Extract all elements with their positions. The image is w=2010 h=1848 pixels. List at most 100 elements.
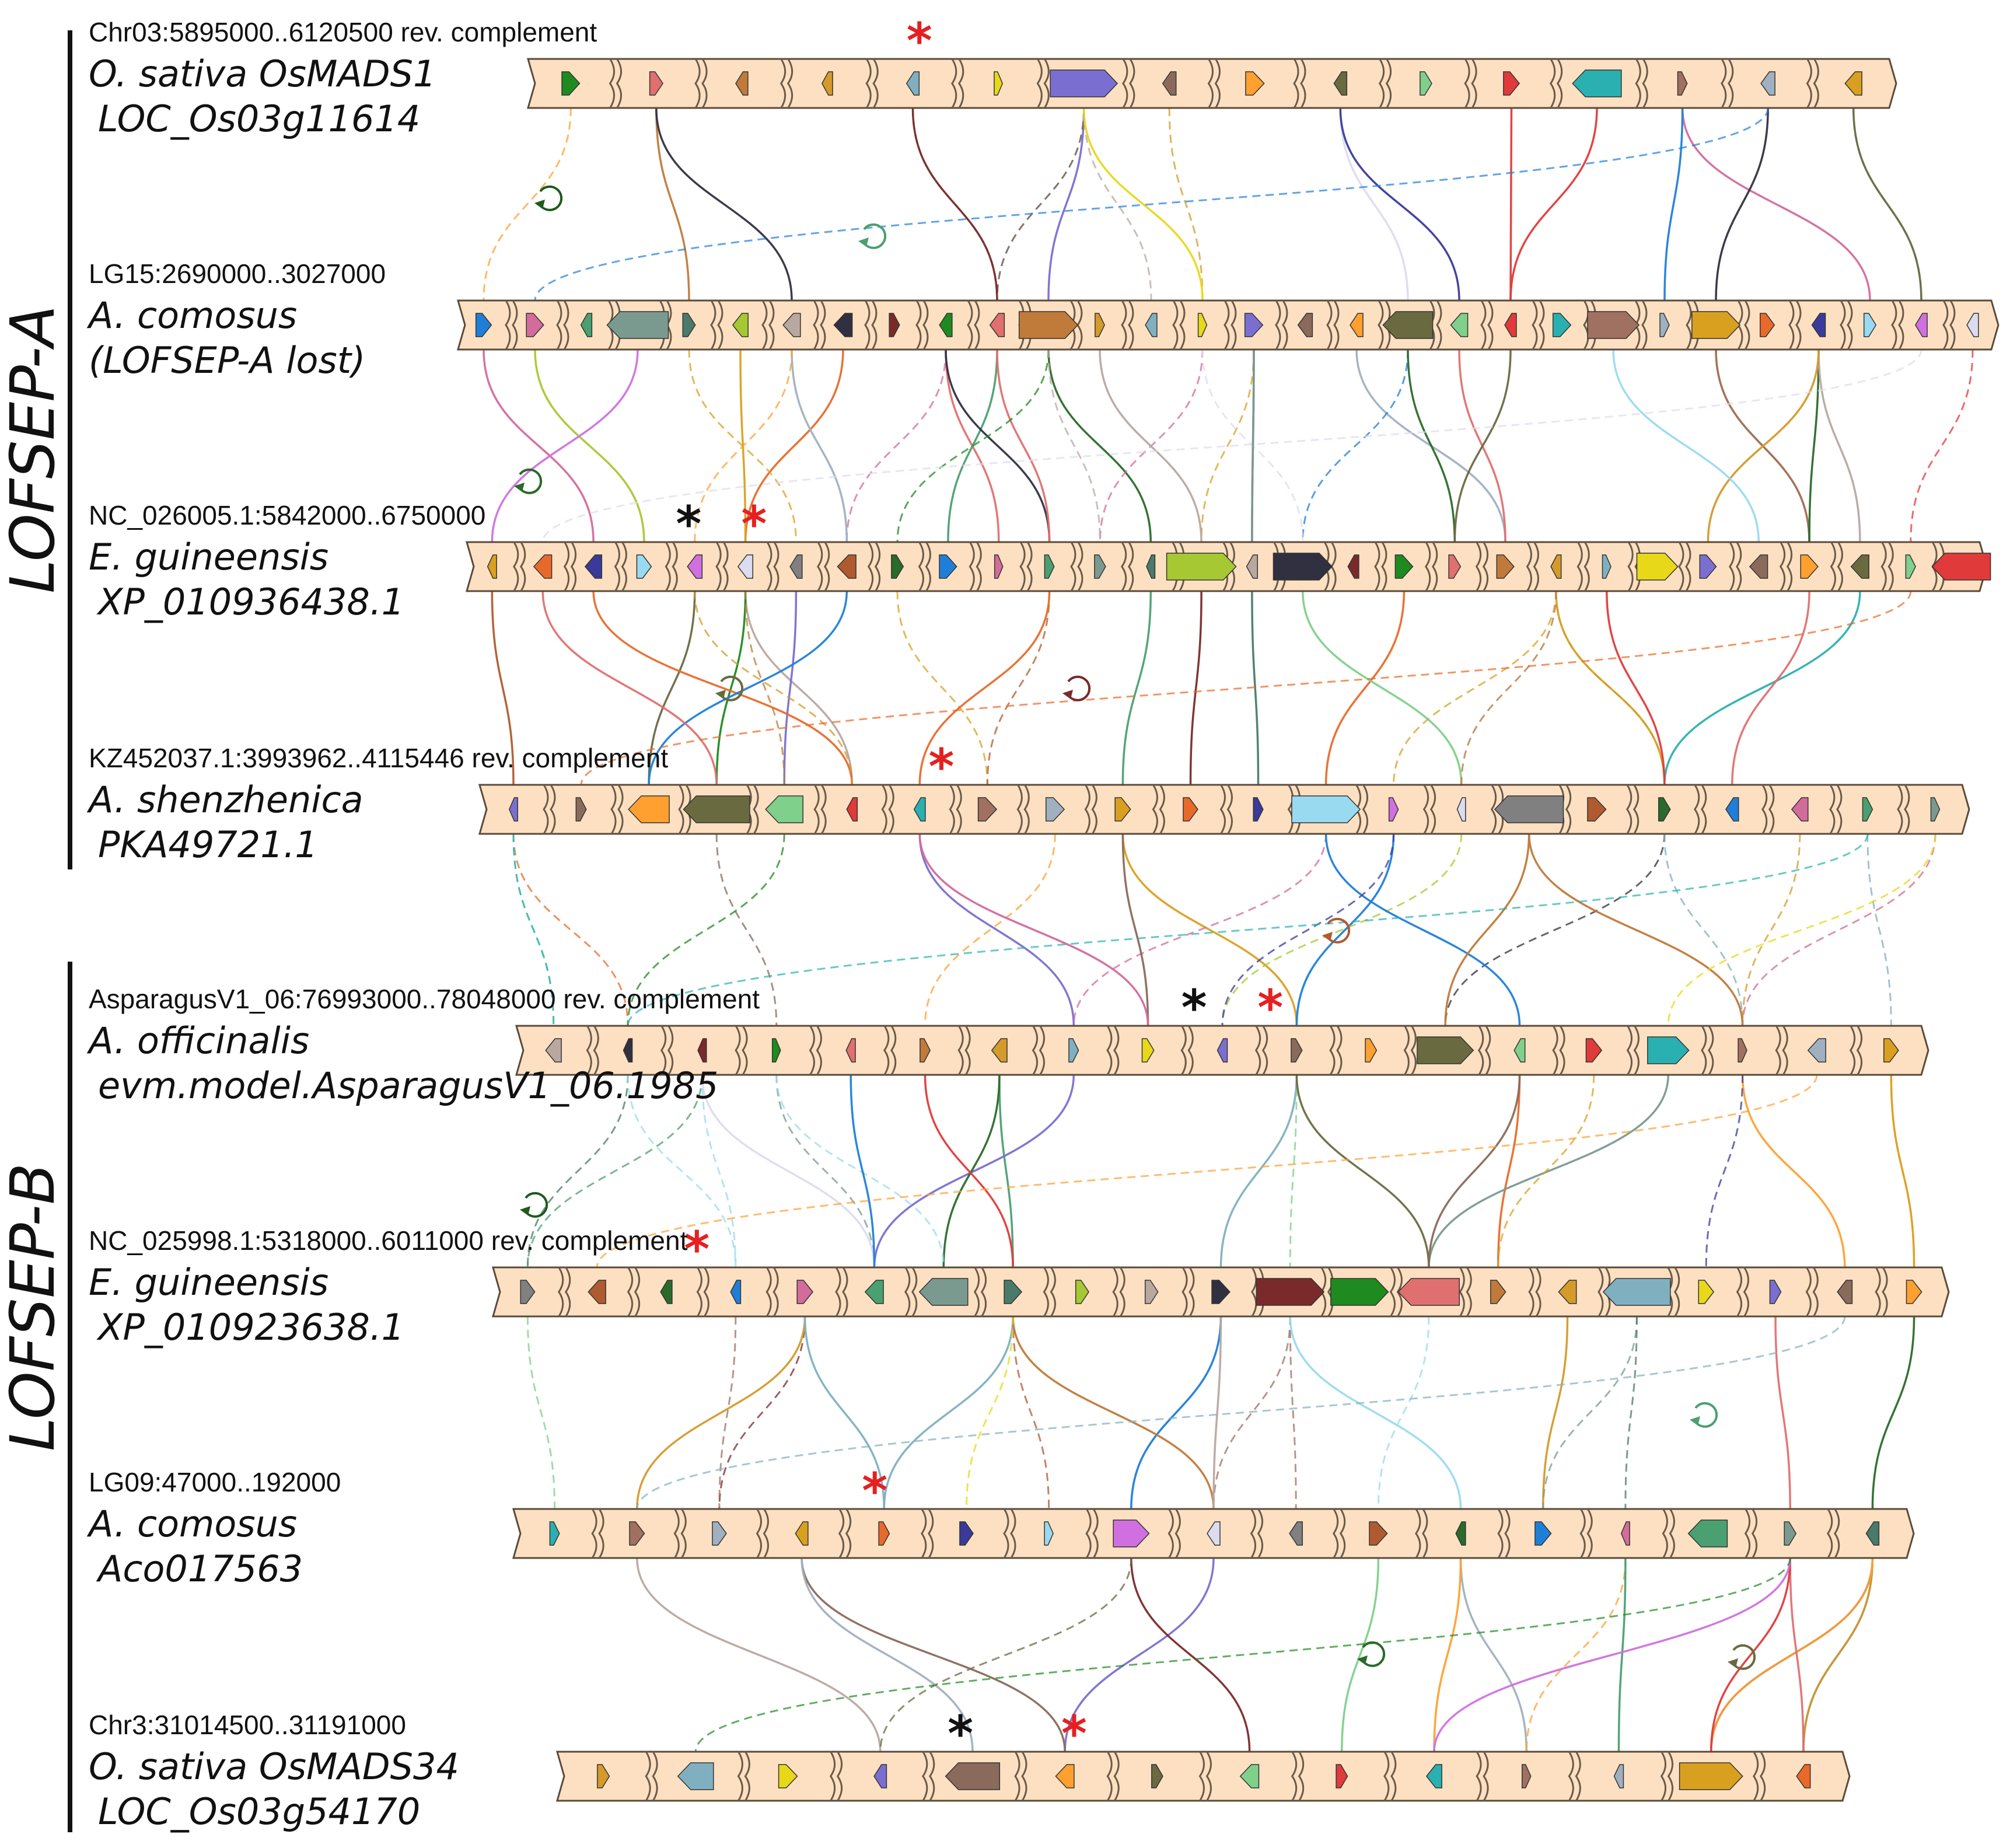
gene-arrow [1256, 1278, 1325, 1306]
synteny-link [1121, 591, 1152, 785]
synteny-link [701, 1074, 737, 1268]
gene-arrow [795, 1521, 809, 1546]
region-label: LG09:47000..192000 [89, 1467, 341, 1497]
species-label: O. sativa OsMADS1 [89, 53, 436, 95]
synteny-link [1624, 1316, 1638, 1510]
synteny-link [945, 349, 1051, 543]
synteny-link [1295, 1074, 1430, 1268]
gene-arrow [782, 313, 801, 337]
species-label: A. shenzhenica [86, 778, 363, 821]
gene-arrow [837, 554, 857, 579]
synteny-link [1295, 833, 1395, 1026]
synteny-link [592, 591, 854, 785]
synteny-link [648, 591, 848, 785]
gene-arrow [1784, 1521, 1797, 1546]
gene-arrow [1677, 71, 1688, 96]
gene-arrow [1369, 1521, 1388, 1546]
gene-arrow [845, 1038, 856, 1063]
synteny-link [1663, 107, 1684, 301]
synteny-link [1497, 1074, 1595, 1268]
gene-arrow [1699, 554, 1717, 579]
synteny-link [845, 349, 947, 543]
gene-arrow [1905, 554, 1916, 579]
gene-arrow [939, 554, 957, 579]
synteny-link [627, 833, 1869, 1026]
synteny-link [1407, 349, 1456, 543]
synteny-link [1047, 349, 1101, 543]
gene-arrow [526, 313, 544, 337]
gene-arrow [1004, 1280, 1023, 1304]
synteny-link [1663, 591, 1861, 785]
gene-arrow [1448, 554, 1462, 579]
group-label-lofsep-a: LOFSEP-A [0, 305, 68, 593]
gene-arrow [1613, 1764, 1624, 1788]
synteny-link [1731, 591, 1810, 785]
gene-arrow [735, 71, 749, 96]
synteny-link [1802, 1557, 1874, 1752]
synteny-link [627, 1074, 737, 1268]
gene-label: Aco017563 [96, 1547, 303, 1590]
synteny-link [718, 1316, 737, 1510]
genome-track-6: * [492, 1221, 1950, 1318]
synteny-link [1428, 1074, 1669, 1268]
synteny-link [918, 833, 1149, 1026]
synteny-link [775, 1074, 875, 1268]
star-marker-red: * [741, 495, 767, 553]
gene-arrow [1333, 71, 1348, 96]
star-marker-red: * [1061, 1705, 1087, 1762]
region-label: Chr3:31014500..31191000 [89, 1710, 406, 1740]
gene-arrow [918, 1278, 969, 1306]
synteny-link [1130, 1316, 1222, 1510]
gene-arrow [549, 1521, 560, 1546]
gene-arrow [878, 1521, 890, 1546]
gene-arrow [1738, 1038, 1747, 1063]
gene-arrow [889, 313, 900, 337]
gene-arrow [606, 311, 669, 339]
gene-arrow [732, 313, 749, 337]
synteny-link [655, 107, 690, 301]
gene-arrow [864, 1280, 884, 1304]
region-label: KZ452037.1:3993962..4115446 rev. complem… [89, 743, 668, 773]
synteny-link [873, 1074, 1075, 1268]
gene-arrow [1503, 71, 1520, 96]
track-label-1: Chr03:5895000..6120500 rev. complementO.… [89, 17, 597, 140]
synteny-link [1064, 1557, 1215, 1752]
synteny-link [1012, 1316, 1215, 1510]
gene-label: LOC_Os03g11614 [98, 97, 420, 140]
synteny-link [942, 1074, 1001, 1268]
gene-arrow [1045, 797, 1065, 822]
gene-arrow [1456, 797, 1466, 822]
inversion-icon [1690, 1402, 1718, 1428]
track-label-4: KZ452037.1:3993962..4115446 rev. complem… [86, 743, 668, 866]
star-marker-red: * [862, 1462, 887, 1519]
gene-arrow [891, 554, 904, 579]
gene-arrow [475, 313, 492, 337]
synteny-link [1715, 107, 1769, 301]
gene-arrow [1490, 1280, 1506, 1304]
synteny-link [1047, 107, 1085, 301]
synteny-link [1428, 1074, 1521, 1268]
gene-arrow [1679, 1762, 1743, 1790]
gene-arrow [1585, 1038, 1603, 1063]
synteny-link [791, 349, 848, 543]
gene-arrow [629, 1521, 645, 1546]
synteny-link [775, 1074, 945, 1268]
gene-label: PKA49721.1 [98, 823, 318, 866]
gene-arrow [687, 554, 703, 579]
gene-arrow [1162, 71, 1177, 96]
synteny-link [879, 1557, 1132, 1752]
gene-arrow [575, 797, 587, 822]
synteny-link [541, 591, 718, 785]
gene-arrow [822, 71, 833, 96]
synteny-link [1710, 1557, 1874, 1752]
gene-arrow [1552, 313, 1572, 337]
region-label: AsparagusV1_06:76993000..78048000 rev. c… [89, 984, 760, 1014]
synteny-link [580, 591, 1912, 785]
synteny-link [491, 591, 515, 785]
gene-arrow [1417, 1036, 1474, 1064]
gene-arrow [677, 1762, 714, 1790]
star-marker-red: * [1257, 979, 1283, 1036]
gene-arrow [1455, 1521, 1466, 1546]
